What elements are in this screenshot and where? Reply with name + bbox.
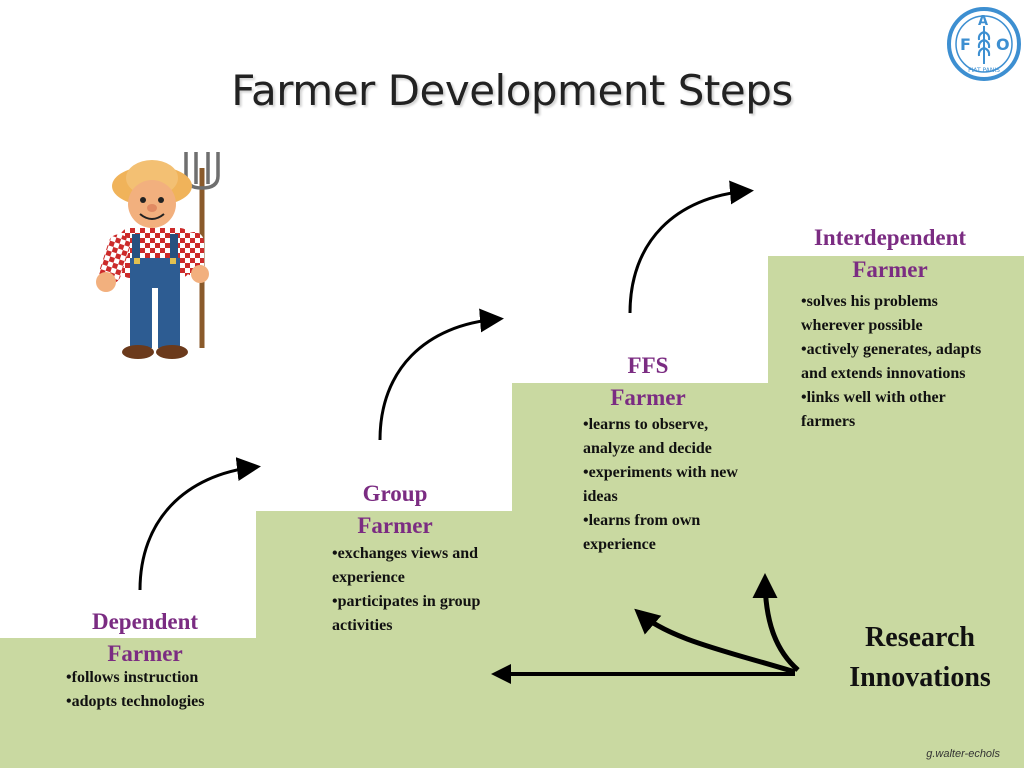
fao-letter-o: O (996, 35, 1010, 54)
step-title-line: FFS (627, 353, 669, 378)
farmer-illustration (96, 152, 220, 359)
author-credit: g.walter-echols (926, 748, 1000, 760)
page-title: Farmer Development Steps (231, 66, 793, 115)
bullet-list-interdependent: solves his problems wherever possible ac… (801, 290, 1001, 434)
list-item: exchanges views and experience (332, 542, 497, 590)
list-item: adopts technologies (66, 690, 256, 714)
research-innovations-label: Research Innovations (820, 618, 1020, 698)
step-title-interdependent: Interdependent Farmer (780, 222, 1000, 286)
research-line: Research (865, 622, 975, 653)
step-title-ffs: FFS Farmer (568, 350, 728, 414)
list-item: solves his problems wherever possible (801, 290, 1001, 338)
step-title-line: Farmer (357, 513, 433, 538)
step-title-group: Group Farmer (315, 478, 475, 542)
list-item: actively generates, adapts and extends i… (801, 338, 1001, 386)
list-item: participates in group activities (332, 590, 497, 638)
step-title-line: Group (362, 481, 428, 506)
bullet-list-group: exchanges views and experience participa… (332, 542, 497, 638)
fao-letter-a: A (978, 14, 988, 29)
fao-motto: FIAT PANIS (968, 67, 1000, 74)
step-title-dependent: Dependent Farmer (60, 606, 230, 670)
curved-arrow (378, 308, 504, 441)
step-title-line: Interdependent (813, 225, 967, 250)
list-item: follows instruction (66, 666, 256, 690)
fao-logo: F A O FIAT PANIS (947, 7, 1021, 81)
step-title-line: Farmer (610, 385, 686, 410)
list-item: links well with other farmers (801, 386, 1001, 434)
curved-arrow (138, 457, 261, 591)
bullet-list-dependent: follows instruction adopts technologies (66, 666, 256, 714)
step-title-line: Farmer (107, 641, 183, 666)
research-line: Innovations (849, 662, 991, 693)
step-title-line: Dependent (91, 609, 199, 634)
list-item: learns to observe, analyze and decide (583, 413, 758, 461)
fao-letter-f: F (960, 35, 971, 54)
list-item: learns from own experience (583, 509, 758, 557)
list-item: experiments with new ideas (583, 461, 758, 509)
curved-arrow (628, 180, 754, 314)
step-title-line: Farmer (852, 257, 928, 282)
bullet-list-ffs: learns to observe, analyze and decide ex… (583, 413, 758, 557)
